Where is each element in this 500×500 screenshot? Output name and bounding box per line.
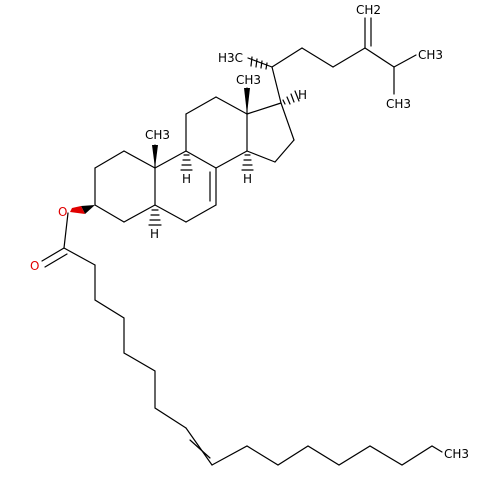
label-terminal-ch3: CH3 [444, 447, 469, 461]
bond [94, 204, 125, 223]
bond [364, 47, 395, 68]
bond [280, 102, 295, 141]
wedge-bond-c3-o [81, 205, 95, 214]
label-h14: H [243, 172, 252, 186]
bond [215, 96, 248, 115]
wedge-bond-o-part [70, 206, 85, 214]
label-h9: H [182, 172, 191, 186]
wedge-bond-c19 [152, 145, 158, 168]
bond [215, 150, 248, 169]
bond [246, 102, 282, 115]
bond [246, 150, 276, 163]
bond [274, 139, 295, 163]
fatty-acid-chain-tail [211, 445, 443, 466]
bond [154, 204, 187, 223]
bond [41, 247, 65, 262]
fatty-acid-chain [94, 264, 187, 429]
bond [271, 47, 303, 68]
label-ester-oxygen: O [58, 205, 67, 219]
wedge-bond-c18 [244, 88, 250, 114]
label-ch3-isopropyl-b: CH3 [386, 97, 411, 111]
bond [123, 150, 156, 169]
label-h17: H [298, 88, 307, 102]
label-h5: H [150, 227, 159, 241]
bond [185, 204, 217, 223]
bond [393, 54, 417, 68]
bond [185, 150, 217, 169]
bond [185, 96, 217, 115]
bond [154, 150, 187, 169]
bond [123, 204, 156, 223]
double-bond-inner [44, 253, 68, 268]
label-ch3-c19: CH3 [145, 128, 170, 142]
label-carbonyl-oxygen: O [30, 259, 39, 273]
hash-bond-c20-methyl [250, 56, 268, 70]
hash-bond-c5-h [148, 209, 162, 226]
double-bond-inner [189, 439, 211, 459]
bond [271, 66, 282, 104]
label-ch3-c18: CH3 [236, 73, 261, 87]
bond [332, 47, 366, 68]
bond [301, 47, 334, 68]
label-h3c: H3C [218, 51, 243, 65]
hash-bond-c17-h [282, 90, 300, 105]
label-ch3-isopropyl-a: CH3 [418, 48, 443, 62]
bond [185, 427, 213, 466]
hash-bond-c14-h [241, 154, 254, 171]
label-ch2: CH2 [356, 3, 381, 17]
bond [63, 212, 69, 249]
hash-bond-c9-h [180, 154, 193, 171]
bond [94, 150, 125, 169]
bond [63, 247, 96, 266]
